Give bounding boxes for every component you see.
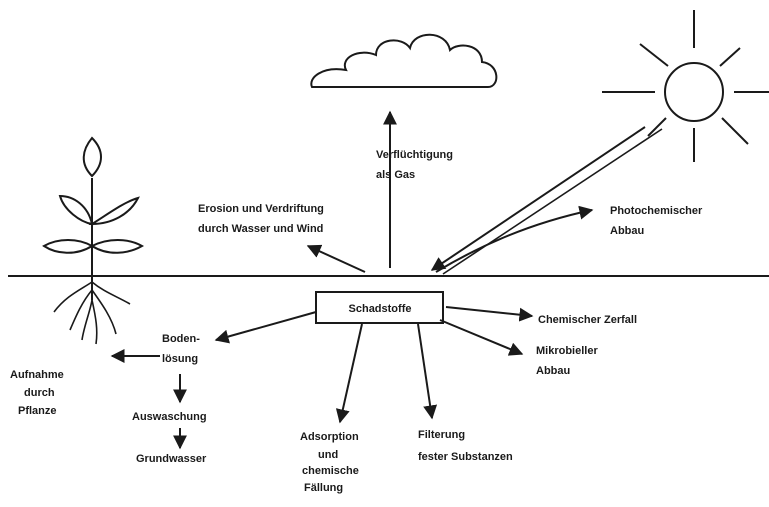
sun-ray-arrow-2	[442, 128, 663, 275]
sun-icon	[602, 10, 769, 162]
micro-label: Mikrobieller Abbau	[536, 345, 601, 377]
boden-label: Boden- lösung	[162, 333, 203, 365]
schadstoffe-box	[315, 291, 444, 324]
sun-ray-arrow	[430, 126, 646, 271]
filter-arrow	[417, 323, 438, 420]
erosion-arrow	[306, 244, 366, 273]
micro-arrow	[439, 319, 524, 356]
cloud-icon	[310, 33, 498, 88]
adsorb-arrow	[335, 323, 363, 424]
uptake-label: Aufnahme durch Pflanze	[10, 369, 67, 417]
schadstoffe-label: Schadstoffe	[349, 303, 412, 315]
chem-arrow	[445, 306, 534, 322]
filter-label: Filterung fester Substanzen	[418, 429, 513, 463]
plant-icon	[42, 136, 145, 345]
boden-arrow	[214, 311, 317, 344]
ground-label: Grundwasser	[136, 453, 207, 465]
wash-label: Auswaschung	[132, 411, 207, 423]
chem-label: Chemischer Zerfall	[538, 314, 637, 326]
adsorb-label: Adsorption und chemische Fällung	[300, 431, 362, 494]
photo-label: Photochemischer Abbau	[610, 205, 705, 237]
erosion-label: Erosion und Verdriftung durch Wasser und…	[198, 203, 327, 235]
photo-arrow	[435, 205, 594, 273]
gas-label: Verflüchtigung als Gas	[376, 149, 456, 181]
